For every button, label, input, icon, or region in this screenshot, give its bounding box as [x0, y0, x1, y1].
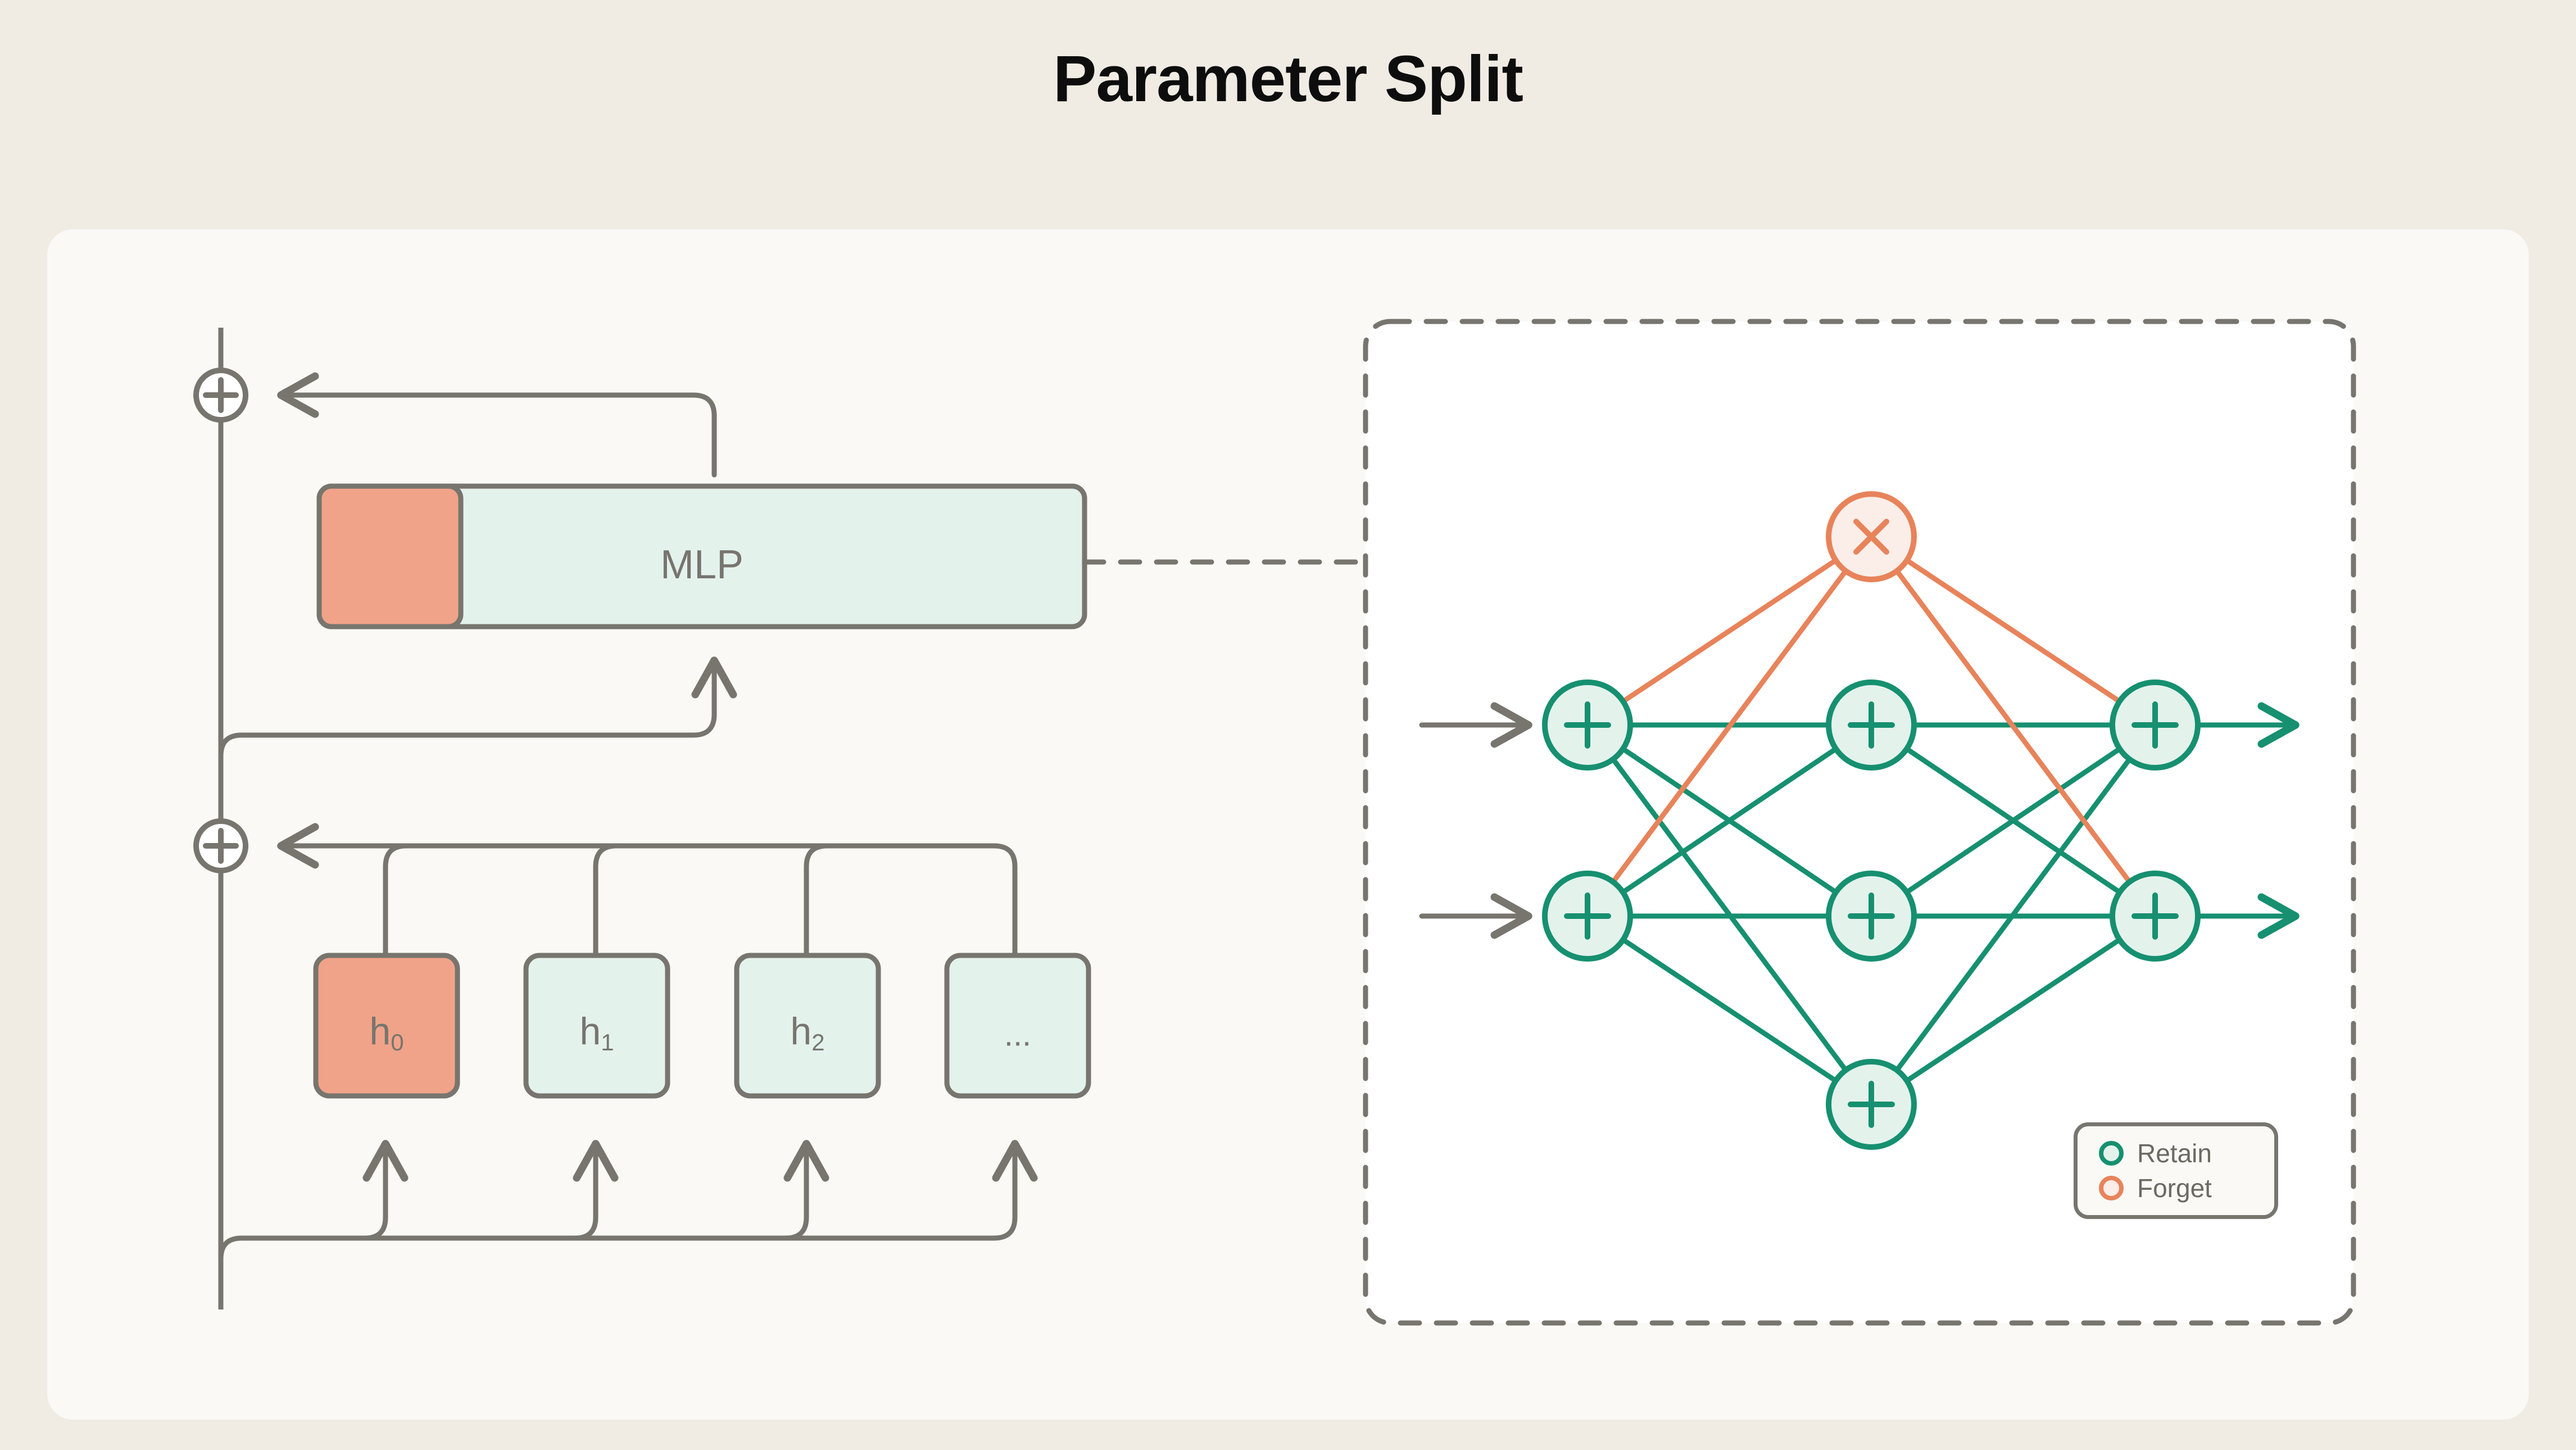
legend: Retain Forget [2074, 1122, 2278, 1219]
node-hid-2[interactable] [1826, 871, 1917, 962]
node-in-1[interactable] [1542, 679, 1633, 771]
node-forget-1[interactable] [1826, 491, 1917, 582]
node-in-2[interactable] [1542, 871, 1633, 962]
head-box-h1[interactable]: h1 [523, 953, 670, 1099]
retain-circle-icon [2099, 1141, 2124, 1166]
legend-label-forget: Forget [2137, 1173, 2212, 1203]
node-hid-3[interactable] [1826, 1059, 1917, 1150]
head-input-h2 [783, 1140, 829, 1241]
head-label-ellipsis: ... [1004, 1016, 1031, 1053]
right-panel-dashed-border [1363, 319, 2356, 1326]
node-out-2[interactable] [2110, 871, 2201, 962]
head-box-ellipsis[interactable]: ... [944, 953, 1091, 1099]
legend-item-forget: Forget [2099, 1175, 2274, 1201]
mlp-adder[interactable] [193, 368, 248, 423]
forget-edges [1585, 534, 2158, 919]
mlp-forget-slice[interactable] [316, 483, 464, 629]
page-title: Parameter Split [1053, 42, 1523, 115]
head-box-h2[interactable]: h2 [734, 953, 881, 1099]
head-output-h2 [804, 843, 830, 958]
node-out-1[interactable] [2110, 679, 2201, 771]
mlp-input-path [218, 656, 737, 759]
legend-item-retain: Retain [2099, 1140, 2274, 1166]
head-box-h0[interactable]: h0 [313, 953, 460, 1099]
mlp-output-path [277, 372, 717, 478]
head-input-h0 [362, 1140, 409, 1241]
right-panel [1363, 319, 2356, 1326]
forget-circle-icon [2099, 1176, 2124, 1200]
head-output-h0 [383, 843, 409, 958]
head-input-bus [218, 1140, 1038, 1262]
head-input-h1 [572, 1140, 619, 1241]
head-output-bus [277, 823, 1018, 958]
legend-label-retain: Retain [2137, 1139, 2212, 1168]
attention-adder[interactable] [193, 818, 248, 873]
node-hid-1[interactable] [1826, 679, 1917, 771]
left-panel: MLP h0 h1 h2 ... [193, 328, 1368, 1309]
mlp-label: MLP [660, 542, 743, 587]
head-output-h1 [593, 843, 619, 958]
